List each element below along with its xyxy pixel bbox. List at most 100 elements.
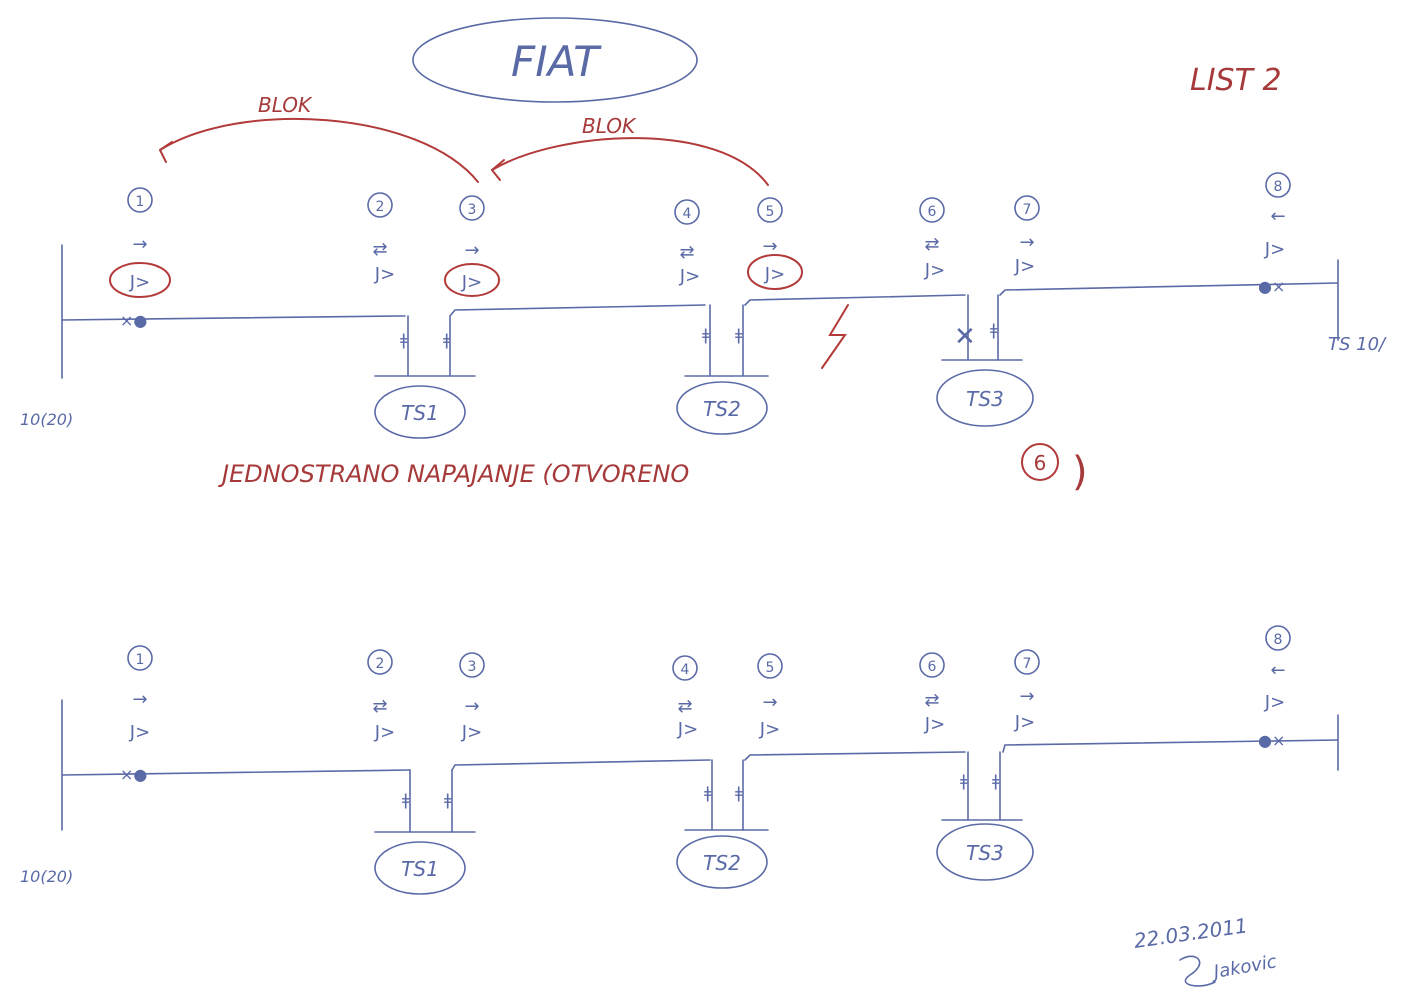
switch-number: 6 [928, 204, 937, 220]
direction-arrow-icon: ⇄ [679, 242, 694, 263]
relay-icon: J> [374, 722, 395, 743]
direction-arrow-icon: → [464, 240, 479, 261]
switch-number-circle [127, 645, 153, 671]
relay-icon: J> [764, 264, 785, 285]
switch-number-circle [757, 653, 783, 679]
switch-number: 8 [1274, 632, 1283, 648]
breaker-mark: ǂ [735, 783, 743, 802]
direction-arrow-icon: → [132, 234, 147, 255]
feeder-line [449, 304, 706, 317]
direction-arrow-icon: ⇄ [372, 696, 387, 717]
ts2-label: TS2 [703, 851, 741, 875]
relay-icon: J> [679, 266, 700, 287]
switch-group: 1 → J> [127, 645, 153, 743]
switch-group: 7 → J> [1014, 649, 1040, 733]
switch-group: 2 ⇄ J> [367, 192, 395, 285]
switch-number-circle [127, 187, 153, 213]
switch-number: 3 [468, 202, 477, 218]
switch-number: 5 [766, 660, 775, 676]
open-switch-mark: ✕ [954, 322, 976, 352]
signature-date: 22.03.2011 [1132, 913, 1249, 953]
signature-name: Jakovic [1209, 951, 1278, 983]
breaker-mark: ǂ [702, 325, 710, 344]
direction-arrow-icon: ← [1270, 660, 1285, 681]
ts3-ellipse [936, 823, 1034, 881]
switch-number-circle [919, 197, 945, 223]
relay-icon: J> [461, 722, 482, 743]
switch-number-circle [919, 652, 945, 678]
switch-group: 7 → J> [1014, 195, 1040, 277]
right-station-label: TS 10/ [1328, 334, 1387, 355]
switch-number: 4 [683, 206, 692, 222]
switch-number-circle [367, 649, 393, 675]
direction-arrow-icon: ⇄ [924, 234, 939, 255]
top-diagram: ×● ●× ǂ ǂ TS1 ǂ ǂ TS2 ✕ ǂ TS3 1 → [20, 93, 1387, 495]
switch-group: 1 → J> [109, 187, 171, 298]
switch-number-circle [1014, 649, 1040, 675]
ts1-label: TS1 [401, 401, 439, 425]
switch-number: 7 [1023, 202, 1032, 218]
switch-group: 5 → J> [747, 197, 803, 290]
fault-lightning-icon [821, 304, 849, 369]
direction-arrow-icon: → [762, 692, 777, 713]
direction-arrow-icon: → [1019, 232, 1034, 253]
switch-number: 5 [766, 204, 775, 220]
relay-icon: J> [1014, 712, 1035, 733]
relay-icon: J> [129, 272, 150, 293]
switch-number: 4 [681, 662, 690, 678]
caption-text: JEDNOSTRANO NAPAJANJE (OTVORENO [218, 460, 689, 488]
blok-arrow-left [159, 117, 479, 183]
switch-group: 8 ← J> [1264, 625, 1291, 713]
arrowhead-icon [159, 141, 173, 163]
breaker-mark: ●× [1258, 731, 1285, 750]
breaker-mark: ǂ [735, 325, 743, 344]
breaker-mark: ǂ [400, 330, 408, 349]
switch-number-circle [367, 192, 393, 218]
switch-number-circle [1265, 172, 1291, 198]
feeder-line [744, 751, 966, 761]
switch-group: 4 ⇄ J> [672, 655, 698, 740]
switch-group: 2 ⇄ J> [367, 649, 395, 743]
relay-icon: J> [759, 719, 780, 740]
breaker-mark: ×● [120, 311, 147, 330]
direction-arrow-icon: → [464, 696, 479, 717]
ts2-ellipse [676, 835, 768, 889]
feeder-line [999, 282, 1339, 296]
relay-icon: J> [924, 714, 945, 735]
relay-icon: J> [1014, 256, 1035, 277]
ts1-ellipse [374, 385, 466, 439]
left-station-label: 10(20) [20, 867, 73, 886]
relay-icon: J> [677, 719, 698, 740]
title-text: FIAT [511, 37, 602, 86]
arrowhead-icon [491, 159, 505, 181]
switch-group: 4 ⇄ J> [674, 199, 700, 287]
switch-number-circle [674, 199, 700, 225]
red-highlight-ellipse [444, 263, 500, 297]
breaker-mark: ǂ [990, 320, 998, 339]
switch-number: 1 [136, 194, 145, 210]
relay-icon: J> [1264, 239, 1285, 260]
switch-number: 2 [376, 199, 385, 215]
ts3-label: TS3 [966, 841, 1004, 865]
blok-label-right: BLOK [582, 114, 637, 138]
feeder-line [451, 759, 711, 771]
relay-icon: J> [924, 260, 945, 281]
ts3-label: TS3 [966, 387, 1004, 411]
switch-number-circle [672, 655, 698, 681]
switch-group: 8 ← J> [1264, 172, 1291, 260]
switch-number: 1 [136, 652, 145, 668]
caption-ref-circle [1021, 443, 1059, 481]
switch-number: 7 [1023, 656, 1032, 672]
relay-icon: J> [374, 264, 395, 285]
signature-scribble-icon [1179, 955, 1216, 987]
ts2-label: TS2 [703, 397, 741, 421]
breaker-mark: ǂ [992, 771, 1000, 790]
direction-arrow-icon: ← [1270, 206, 1285, 227]
switch-number: 8 [1274, 179, 1283, 195]
breaker-mark: ●× [1258, 277, 1285, 296]
ts1-label: TS1 [401, 857, 439, 881]
sheet-number: LIST 2 [1190, 63, 1282, 98]
switch-number-circle [459, 652, 485, 678]
ts1-ellipse [374, 841, 466, 895]
